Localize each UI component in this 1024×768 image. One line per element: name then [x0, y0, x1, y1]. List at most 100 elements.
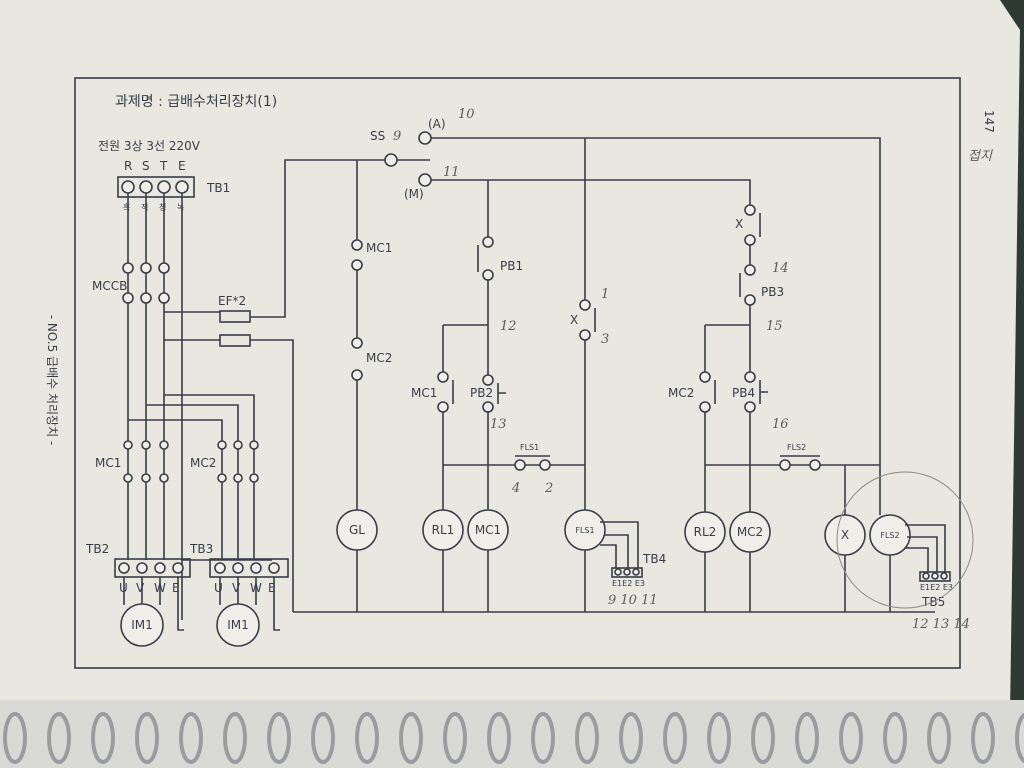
- power-wiring: [122, 159, 357, 620]
- svg-text:흑: 흑: [123, 202, 130, 212]
- svg-text:R: R: [124, 159, 132, 173]
- pb1-label: PB1: [500, 259, 523, 273]
- svg-text:접지: 접지: [968, 149, 993, 164]
- svg-text:12: 12: [500, 319, 517, 334]
- contact-symbols: [351, 204, 821, 471]
- spiral-ring: [135, 712, 159, 764]
- svg-text:E: E: [172, 581, 180, 595]
- spiral-ring: [1015, 712, 1024, 764]
- spiral-ring: [223, 712, 247, 764]
- spiral-ring: [751, 712, 775, 764]
- mc2-main-label: MC2: [190, 456, 216, 470]
- spiral-ring: [47, 712, 71, 764]
- mccb-label: MCCB: [92, 279, 127, 293]
- svg-text:E1E2 E3: E1E2 E3: [920, 583, 953, 592]
- spiral-ring: [927, 712, 951, 764]
- spiral-ring: [619, 712, 643, 764]
- spiral-rings: [3, 712, 1024, 764]
- svg-text:MC2: MC2: [737, 525, 763, 539]
- svg-text:MC1: MC1: [475, 523, 501, 537]
- svg-text:15: 15: [766, 319, 783, 334]
- svg-text:4: 4: [511, 481, 520, 496]
- spiral-ring: [487, 712, 511, 764]
- spiral-ring: [707, 712, 731, 764]
- spiral-binding: [0, 700, 1024, 768]
- svg-text:11: 11: [443, 165, 460, 180]
- diagram-border: [74, 77, 961, 669]
- svg-text:TB3: TB3: [189, 542, 213, 556]
- spiral-ring: [883, 712, 907, 764]
- spiral-ring: [91, 712, 115, 764]
- pb4-label: PB4: [732, 386, 755, 400]
- svg-text:E: E: [178, 159, 186, 173]
- x-contact-label: X: [570, 313, 578, 327]
- x-contact2-label: X: [735, 217, 743, 231]
- svg-text:V: V: [136, 581, 145, 595]
- spiral-ring: [311, 712, 335, 764]
- spiral-ring: [3, 712, 27, 764]
- fls1-contact-label: FLS1: [520, 443, 539, 452]
- svg-text:2: 2: [544, 481, 553, 496]
- spiral-ring: [355, 712, 379, 764]
- svg-text:9: 9: [393, 129, 401, 144]
- control-wiring: [293, 137, 935, 613]
- motor-2-label: IM1: [227, 618, 249, 632]
- svg-text:청: 청: [159, 203, 166, 212]
- tb1: R S T E TB1 흑 적 청 녹: [117, 159, 230, 212]
- svg-text:SS: SS: [370, 129, 385, 143]
- svg-text:S: S: [142, 159, 150, 173]
- svg-text:FLS1: FLS1: [575, 526, 594, 535]
- svg-text:적: 적: [141, 202, 148, 212]
- svg-text:GL: GL: [349, 523, 365, 537]
- svg-text:(A): (A): [428, 117, 446, 131]
- selector-switch: SS (A) (M): [370, 117, 446, 201]
- svg-text:(M): (M): [404, 187, 424, 201]
- svg-text:3: 3: [601, 332, 609, 347]
- spiral-ring: [795, 712, 819, 764]
- svg-text:TB2: TB2: [85, 542, 109, 556]
- motor-1-label: IM1: [131, 618, 153, 632]
- loads: GL RL1 MC1 FLS1 RL2 MC2 X FLS2: [336, 509, 911, 556]
- svg-text:V: V: [232, 581, 241, 595]
- svg-text:TB4: TB4: [642, 552, 666, 566]
- svg-text:X: X: [841, 528, 849, 542]
- mc1-contact-label: MC1: [366, 241, 392, 255]
- svg-text:RL2: RL2: [694, 525, 717, 539]
- svg-text:13: 13: [490, 417, 507, 432]
- svg-text:E1E2 E3: E1E2 E3: [612, 579, 645, 588]
- diagram-title: 과제명 : 급배수처리장치(1): [115, 94, 277, 110]
- spiral-ring: [443, 712, 467, 764]
- svg-text:10: 10: [458, 107, 475, 122]
- svg-text:E: E: [268, 581, 276, 595]
- mc1-main-label: MC1: [95, 456, 121, 470]
- tb4: E1E2 E3 TB4: [600, 521, 666, 588]
- spiral-ring: [267, 712, 291, 764]
- motor-leads: [123, 577, 280, 631]
- motor-1: [120, 603, 164, 647]
- side-header: - NO.5 급배수 처리장치 -: [45, 315, 59, 446]
- mc2-aux-label: MC2: [668, 386, 694, 400]
- pb2-label: PB2: [470, 386, 493, 400]
- spiral-ring: [575, 712, 599, 764]
- ef-label: EF*2: [218, 294, 246, 308]
- fls2-contact-label: FLS2: [787, 443, 806, 452]
- spiral-ring: [399, 712, 423, 764]
- spiral-ring: [531, 712, 555, 764]
- svg-text:12 13 14: 12 13 14: [912, 617, 970, 632]
- spiral-ring: [179, 712, 203, 764]
- power-label: 전원 3상 3선 220V: [98, 139, 201, 153]
- mc2-contact-label: MC2: [366, 351, 392, 365]
- handwritten-notes: 9 10 11 12 13 14 15 16 1 3 4 2 9 10 11 1…: [393, 107, 993, 632]
- svg-text:14: 14: [772, 261, 789, 276]
- motor-2: [216, 603, 260, 647]
- page-number: 147: [982, 110, 996, 133]
- svg-text:녹: 녹: [177, 203, 184, 212]
- svg-text:TB1: TB1: [206, 181, 230, 195]
- spiral-ring: [663, 712, 687, 764]
- svg-text:16: 16: [772, 417, 789, 432]
- svg-text:1: 1: [601, 287, 609, 302]
- svg-text:9 10 11: 9 10 11: [608, 593, 658, 608]
